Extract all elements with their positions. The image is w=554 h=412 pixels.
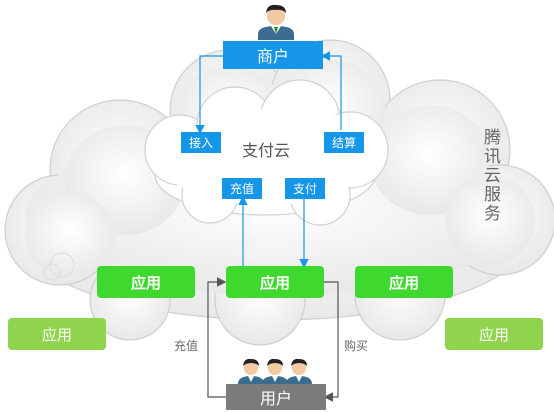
merchant-to-access-connector (195, 55, 223, 135)
app-box-right: 应用 (355, 266, 453, 298)
app-box-left: 应用 (97, 266, 195, 298)
payment-cloud-label: 支付云 (242, 141, 291, 160)
recharge-label: 充值 (229, 182, 254, 196)
app-box-center: 应用 (226, 266, 324, 298)
decorative-circles (43, 252, 75, 281)
recharge-box: 充值 (222, 178, 262, 199)
user-group-icon (238, 358, 312, 387)
pay-box: 支付 (285, 178, 325, 199)
user-recharge-connector (207, 277, 227, 398)
merchant-person-icon (258, 4, 294, 40)
settle-box: 结算 (324, 132, 364, 153)
app-label: 应用 (130, 273, 161, 292)
merchant-box: 商户 (223, 41, 323, 69)
app-label: 应用 (259, 273, 290, 292)
app-label: 应用 (478, 325, 509, 344)
tencent-service-label: 腾讯云服务 (480, 128, 500, 223)
app-label: 应用 (388, 273, 419, 292)
merchant-label: 商户 (256, 47, 289, 66)
settle-to-merchant-connector (320, 51, 342, 130)
access-label: 接入 (188, 136, 213, 150)
access-box: 接入 (181, 132, 221, 153)
app-label: 应用 (41, 325, 72, 344)
app-box-outer-right: 应用 (445, 318, 543, 350)
app-purchase-connector (323, 281, 339, 402)
edge-purchase-label: 购买 (344, 339, 369, 353)
app-box-outer-left: 应用 (8, 318, 106, 350)
user-label: 用户 (259, 389, 292, 408)
settle-label: 结算 (331, 136, 356, 150)
user-box: 用户 (226, 384, 326, 410)
pay-label: 支付 (292, 182, 317, 196)
edge-recharge-label: 充值 (174, 339, 199, 353)
